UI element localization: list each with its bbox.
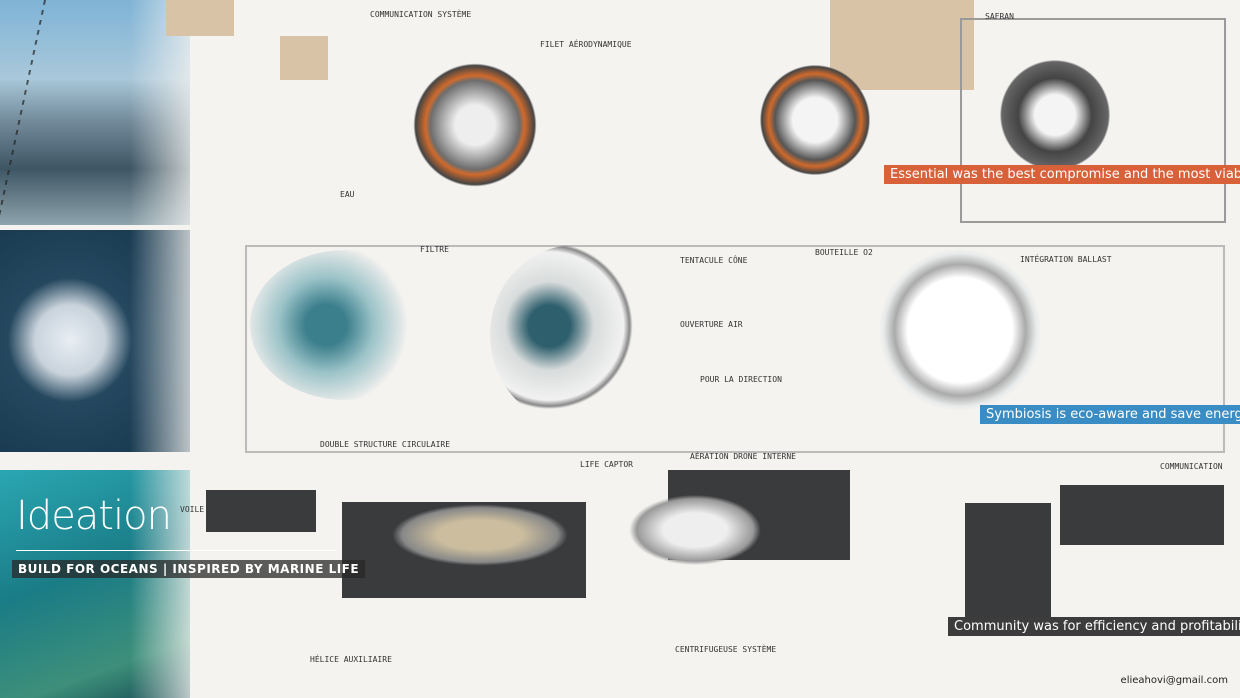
dark-block	[965, 503, 1051, 619]
caption-essential: Essential was the best compromise and th…	[884, 165, 1240, 184]
note: AÉRATION DRONE INTERNE	[690, 452, 796, 461]
note: FILET AÉRODYNAMIQUE	[540, 40, 632, 49]
note: LIFE CAPTOR	[580, 460, 633, 469]
note: COMMUNICATION	[1160, 462, 1223, 471]
note: INTÉGRATION BALLAST	[1020, 255, 1112, 264]
jellyfish-drone-sketch	[860, 245, 1060, 415]
note: HÉLICE AUXILIAIRE	[310, 655, 392, 664]
note: FILTRE	[420, 245, 449, 254]
manta-drone-sketch	[380, 500, 580, 570]
note: BOUTEILLE O2	[815, 248, 873, 257]
caption-symbiosis: Symbiosis is eco-aware and save energy.	[980, 405, 1240, 424]
note: OUVERTURE AIR	[680, 320, 743, 329]
dark-block	[1060, 485, 1224, 545]
sketch-frame	[245, 245, 1225, 453]
note: SAFRAN	[985, 12, 1014, 21]
caption-community: Community was for efficiency and profita…	[948, 617, 1240, 636]
jellyfish-drone-sketch	[250, 250, 440, 400]
jellyfish-drone-sketch	[490, 245, 660, 425]
contact-email: elieahovi@gmail.com	[1120, 675, 1228, 686]
title-divider	[16, 550, 336, 551]
dark-block	[206, 490, 316, 532]
note: COMMUNICATION SYSTÈME	[370, 10, 472, 19]
note: DOUBLE STRUCTURE CIRCULAIRE	[320, 440, 451, 449]
note: CENTRIFUGEUSE SYSTÈME	[675, 645, 777, 654]
page-subtitle: BUILD FOR OCEANS | INSPIRED BY MARINE LI…	[12, 560, 366, 578]
page-title: Ideation	[16, 493, 172, 539]
drone-sketch	[990, 50, 1120, 180]
tan-block	[280, 36, 328, 80]
note: POUR LA DIRECTION	[700, 375, 782, 384]
drone-sketch	[400, 60, 550, 190]
tan-block	[166, 0, 234, 36]
sketch-frame	[960, 18, 1226, 223]
manta-drone-sketch	[620, 490, 770, 570]
note: VOILE	[180, 505, 205, 514]
note: EAU	[340, 190, 355, 199]
drone-sketch	[760, 50, 870, 190]
note: TENTACULE CÔNE	[680, 256, 748, 265]
